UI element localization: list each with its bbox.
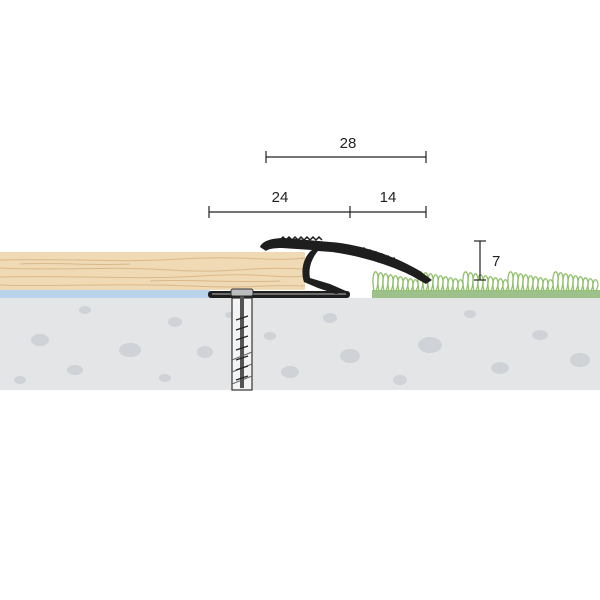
wood-floor bbox=[0, 252, 305, 290]
screw-icon bbox=[230, 288, 254, 388]
underlay-layer bbox=[0, 290, 210, 298]
wood-grain bbox=[0, 257, 306, 288]
transition-profile bbox=[260, 235, 432, 294]
dimension-overall-width bbox=[265, 151, 427, 163]
carpet-backing bbox=[372, 290, 600, 298]
dimension-overall-width-label: 28 bbox=[340, 135, 357, 152]
concrete-stones bbox=[14, 306, 590, 385]
dimension-height-label: 7 bbox=[492, 253, 500, 270]
concrete-subfloor bbox=[0, 298, 600, 390]
dimension-left-flange-label: 24 bbox=[272, 189, 289, 206]
dimension-height bbox=[474, 240, 486, 281]
dimension-left-flange bbox=[208, 206, 351, 218]
dimension-right-flange bbox=[350, 206, 427, 218]
carpet-fibers bbox=[372, 271, 599, 292]
dimension-right-flange-label: 14 bbox=[380, 189, 397, 206]
base-plate-highlight bbox=[212, 293, 346, 295]
